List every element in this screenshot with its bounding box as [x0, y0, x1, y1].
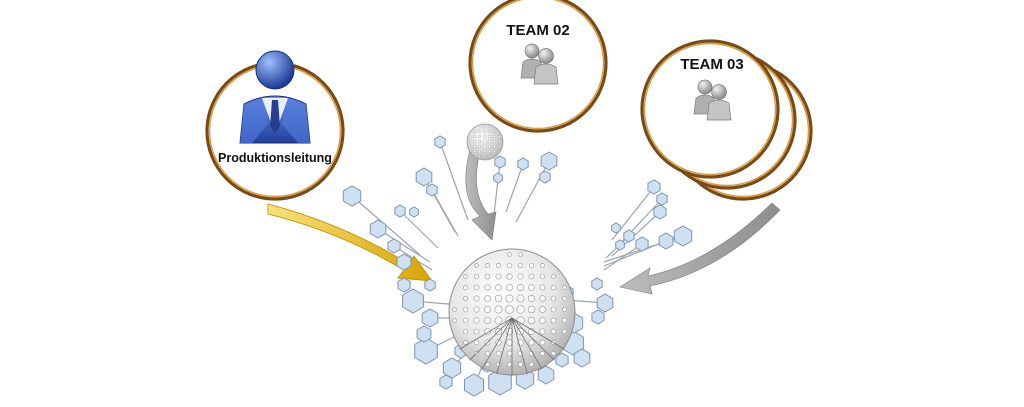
hexagon-shape	[658, 232, 674, 250]
hexagon-shape	[426, 183, 438, 197]
hexagon-shape	[615, 239, 625, 251]
team-people-icon	[520, 43, 559, 85]
connector-line	[515, 160, 550, 223]
hexagon-shape	[414, 337, 438, 365]
production-node: Produktionsleitung	[205, 50, 345, 201]
hexagon-shape	[494, 155, 506, 169]
hexagon-shape	[537, 365, 555, 385]
hexagon-shape	[424, 278, 436, 292]
arrow-production-to-center	[267, 203, 433, 282]
arrow-team03-to-center	[619, 202, 781, 295]
hexagon-shape	[653, 204, 667, 220]
manager-person-icon	[239, 50, 311, 144]
team02-label: TEAM 02	[506, 22, 569, 39]
hexagon-shape	[517, 157, 529, 171]
hexagon-shape	[656, 192, 668, 206]
hexagon-shape	[421, 308, 439, 328]
hexagon-shape	[409, 206, 419, 218]
hexagon-shape	[647, 179, 661, 195]
hexagon-shape	[591, 309, 605, 325]
connector-line	[377, 228, 431, 263]
team-people-icon	[693, 79, 732, 121]
hexagon-shape	[464, 373, 484, 397]
hexagon-shape	[439, 374, 453, 390]
hexagon-shape	[434, 135, 446, 149]
team02-node: TEAM 02	[468, 0, 608, 133]
hexagon-shape	[394, 204, 406, 218]
team03-label: TEAM 03	[680, 56, 743, 73]
hexagon-shape	[673, 225, 693, 247]
hexagon-shape	[539, 170, 551, 184]
hexagon-shape	[635, 236, 649, 252]
hexagon-shape	[416, 325, 432, 343]
hexagon-shape	[611, 222, 621, 234]
connector-line	[399, 210, 439, 249]
hexagon-shape	[596, 293, 614, 313]
hexagon-shape	[493, 172, 503, 184]
small-sphere-icon	[466, 123, 504, 161]
arrow-team02-to-center	[465, 149, 497, 241]
hexagon-shape	[397, 277, 411, 293]
connector-line	[439, 141, 469, 221]
hexagon-shape	[623, 229, 635, 243]
network-sphere-icon	[448, 248, 576, 376]
hexagon-shape	[396, 253, 412, 271]
hexagon-cluster	[342, 135, 693, 397]
connector-line	[615, 198, 663, 249]
hexagon-shape	[415, 167, 433, 187]
team03-node: TEAM 03	[640, 39, 813, 201]
connector-line	[505, 163, 524, 213]
hexagon-shape	[540, 151, 558, 171]
hexagon-shape	[369, 219, 387, 239]
connector-line	[603, 243, 643, 271]
connector-line	[493, 161, 501, 216]
hexagon-shape	[591, 277, 603, 291]
connector-line	[603, 240, 667, 267]
hexagon-shape	[488, 368, 512, 396]
connector-line	[423, 176, 456, 233]
hexagon-shape	[402, 288, 424, 314]
production-label: Produktionsleitung	[218, 151, 332, 165]
hexagon-shape	[342, 185, 362, 207]
connector-line	[431, 189, 459, 237]
hexagon-shape	[573, 348, 591, 368]
hexagon-shape	[387, 238, 401, 254]
